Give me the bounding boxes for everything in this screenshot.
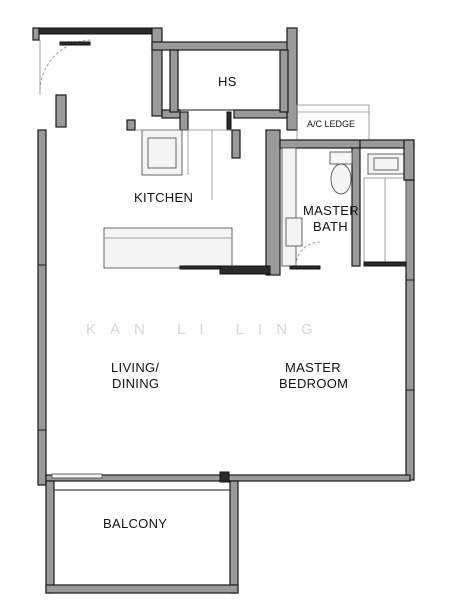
entrance-door [39, 39, 93, 128]
master-bath-label-line2: BATH [313, 219, 348, 234]
vanity [285, 217, 303, 247]
shower-screen [281, 147, 297, 267]
entrance-wall-stub [32, 27, 40, 41]
balcony-label: BALCONY [103, 516, 167, 531]
top-entrance-wall [32, 27, 157, 35]
living-dining-label-line2: DINING [112, 376, 159, 391]
hs-room [151, 27, 298, 131]
watermark-text: KAN LI LING [86, 321, 327, 338]
right-exterior-wall [405, 179, 415, 481]
toilet-bowl [330, 163, 352, 195]
ac-ledge-label: A/C LEDGE [307, 119, 355, 129]
outer-walls [32, 27, 415, 486]
entrance-side-wall [55, 94, 67, 128]
hs-label: HS [218, 74, 237, 89]
master-bedroom-label-line2: BEDROOM [279, 376, 348, 391]
balcony-column [219, 471, 230, 483]
balcony-area [45, 480, 239, 594]
toilet-cistern [329, 151, 353, 165]
entrance-door-leaf [59, 41, 91, 46]
hs-door [226, 111, 232, 131]
wardrobe-area [359, 139, 415, 267]
kitchen-area [103, 111, 241, 270]
kitchen-counter [103, 227, 233, 269]
master-bedroom-label-line1: MASTER [285, 360, 341, 375]
master-bath-area [219, 129, 361, 276]
living-dining-label-line1: LIVING/ [111, 360, 159, 375]
sliding-door-track [51, 473, 103, 479]
master-bath-label-line1: MASTER [303, 203, 359, 218]
left-exterior-wall [37, 129, 47, 486]
kitchen-label: KITCHEN [134, 190, 193, 205]
